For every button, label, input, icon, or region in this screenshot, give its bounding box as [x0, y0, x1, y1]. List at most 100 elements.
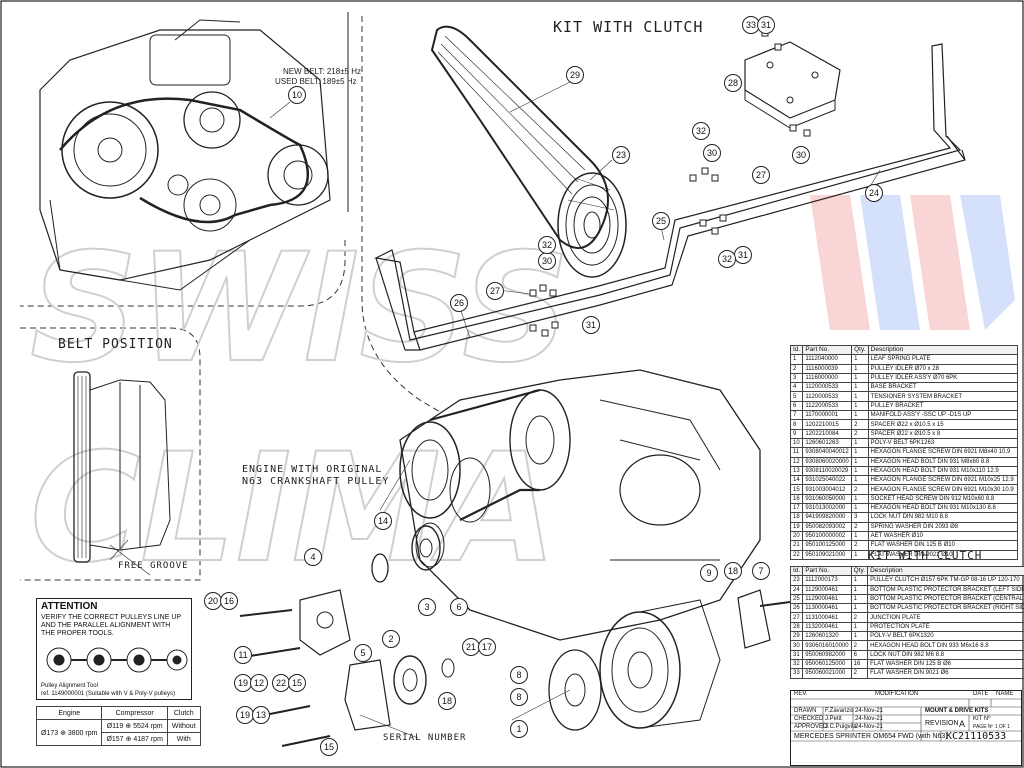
callout-30-left: 30 — [538, 252, 556, 270]
parts-main-cell: 2 — [851, 484, 869, 495]
callout-28: 28 — [724, 74, 742, 92]
callout-3: 3 — [418, 598, 436, 616]
callout-26: 26 — [450, 294, 468, 312]
callout-14: 14 — [374, 512, 392, 530]
free-groove-label: FREE GROOVE — [118, 561, 189, 571]
parts-clutch-cell: 1 — [850, 575, 869, 586]
callout-25: 25 — [652, 212, 670, 230]
comp-header-compressor: Compressor — [101, 706, 168, 720]
engine-main-view — [399, 369, 761, 641]
tb-date-2: 24-Nov-21 — [855, 716, 884, 722]
tb-name: NAME — [996, 691, 1014, 697]
parts-clutch-cell: 2 — [850, 668, 869, 679]
parts-clutch-cell: 32 — [789, 658, 804, 670]
comp-row2-clutch: With — [166, 732, 201, 746]
parts-main-cell: 10 — [789, 437, 804, 449]
parts-main-cell: BASE BRACKET — [867, 382, 1019, 393]
tb-approved: APPROVED — [794, 724, 828, 730]
parts-clutch-cell: 1131000461 — [802, 612, 852, 623]
parts-main-cell: 941909820000 — [802, 512, 853, 523]
parts-clutch-header-cell: Part No. — [802, 565, 852, 577]
parts-main-cell: 1 — [851, 549, 869, 560]
parts-main-cell: SPACER Ø22 x Ø10.5 x 8 — [867, 428, 1019, 439]
parts-main-cell: 1120000533 — [802, 391, 853, 402]
parts-clutch-cell: 1129000461 — [802, 584, 852, 595]
tb-revision-label: REVISION — [925, 720, 959, 727]
tb-revision-value: A — [959, 719, 966, 729]
parts-clutch-cell: 950060982000 — [802, 649, 852, 660]
parts-main-cell: 8 — [789, 419, 804, 430]
parts-main-cell: 931013002000 — [802, 503, 853, 514]
parts-clutch-cell: 9306016010000 — [802, 640, 852, 651]
parts-main-cell: 2 — [789, 363, 804, 374]
parts-clutch-cell: 26 — [789, 603, 804, 614]
protection-plate-28 — [744, 41, 841, 129]
callout-13: 13 — [252, 706, 270, 724]
parts-main-cell: 950100000002 — [802, 530, 853, 542]
parts-clutch-cell: 24 — [789, 584, 804, 595]
parts-clutch-cell: 950060125000 — [802, 658, 852, 670]
parts-clutch-cell: 28 — [789, 621, 804, 633]
parts-main-cell: 1 — [851, 503, 869, 514]
tb-model: MERCEDES SPRINTER OM654 FWD (with N63) — [794, 733, 948, 740]
parts-main-cell: PULLEY IDLER ASS'Y Ø70 6PK — [867, 372, 1019, 384]
attention-line-3: THE PROPER TOOLS. — [41, 630, 114, 637]
parts-main-cell: SPACER Ø22 x Ø10.5 x 15 — [867, 419, 1019, 430]
parts-main-cell: LEAF SPRING PLATE — [867, 354, 1019, 365]
parts-main-cell: POLY-V BELT 6PK1263 — [867, 437, 1019, 449]
new-belt-text: NEW BELT: 218±5 Hz — [283, 67, 361, 76]
parts-clutch-cell: 1 — [850, 621, 869, 633]
parts-main-cell: 1 — [851, 354, 869, 365]
parts-main-cell: 9308060020000 — [802, 456, 853, 467]
poly-v-belt-29 — [430, 25, 609, 249]
tb-checked-by: J.Petit — [825, 716, 842, 722]
parts-main-cell: 950100125000 — [802, 540, 853, 551]
parts-main-cell: 2 — [851, 540, 869, 551]
callout-18-top: 18 — [724, 562, 742, 580]
parts-main-cell: 9 — [789, 428, 804, 439]
tool-line-2: ref. 1149000001 (Suitable with V & Poly-… — [41, 691, 175, 697]
parts-main-cell: SOCKET HEAD SCREW DIN 912 M10x60 8.8 — [867, 493, 1019, 505]
dashed-divider-kit — [361, 16, 441, 413]
callout-27-right: 27 — [752, 166, 770, 184]
callout-16: 16 — [220, 592, 238, 610]
parts-main-cell: 1 — [851, 437, 869, 449]
parts-clutch-header-cell: Description — [867, 565, 1024, 577]
parts-clutch-cell: 29 — [789, 631, 804, 642]
parts-clutch-cell: PULLEY CLUTCH Ø157 6PK TM-GP 08-16 UP 12… — [867, 575, 1024, 586]
parts-main-cell: 1 — [851, 493, 869, 505]
parts-clutch-cell: FLAT WASHER DIN 125 B Ø6 — [867, 658, 1024, 670]
parts-main-cell: 1 — [789, 354, 804, 365]
attention-box: ATTENTION VERIFY THE CORRECT PULLEYS LIN… — [36, 598, 192, 700]
parts-clutch-cell: 1260601320 — [802, 631, 852, 642]
callout-32-top: 32 — [692, 122, 710, 140]
parts-main-cell: 16 — [789, 493, 804, 505]
tb-mount-kits: MOUNT & DRIVE KITS — [925, 708, 989, 714]
parts-main-header-cell: Description — [867, 344, 1019, 356]
parts-clutch-cell: BOTTOM PLASTIC PROTECTOR BRACKET (CENTRA… — [867, 593, 1024, 605]
parts-clutch-cell: 1 — [850, 631, 869, 642]
parts-main-cell: PULLEY IDLER Ø70 x 28 — [867, 363, 1019, 374]
parts-main-cell: AET WASHER Ø10 — [867, 530, 1019, 542]
parts-clutch-cell: 6 — [850, 649, 869, 660]
parts-clutch-cell: FLAT WASHER DIN 9021 Ø6 — [867, 668, 1024, 679]
parts-main-cell: 950109021000 — [802, 549, 853, 560]
callout-32-right: 32 — [718, 250, 736, 268]
tb-drawn-by: F.Zavarizis — [825, 708, 854, 714]
